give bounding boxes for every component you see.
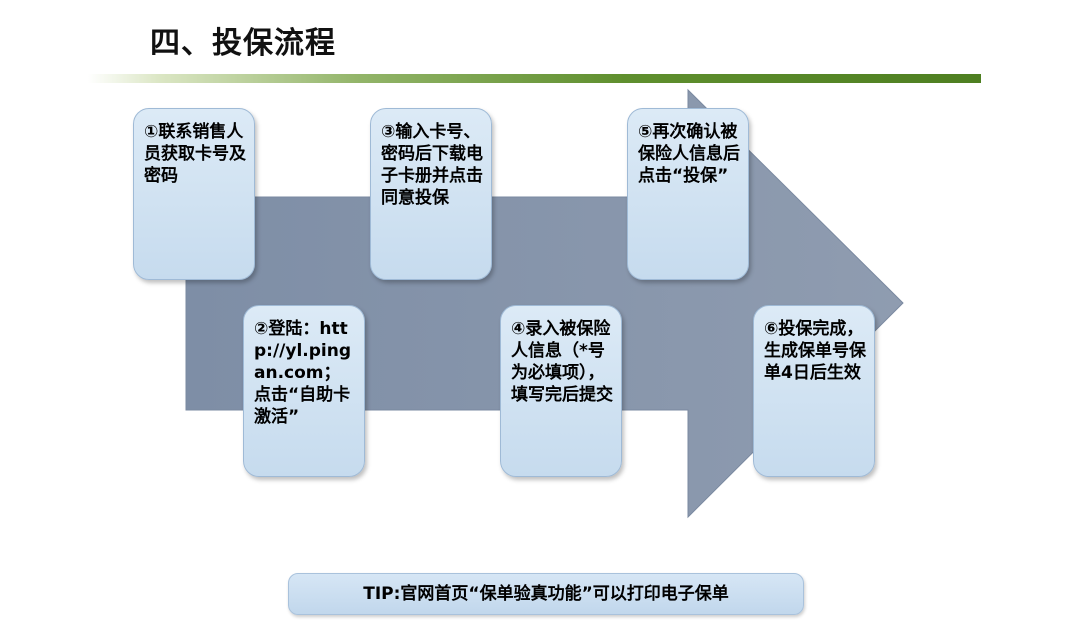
step-3-box: ③输入卡号、密码后下载电子卡册并点击同意投保 <box>370 108 492 280</box>
step-3-text: ③输入卡号、密码后下载电子卡册并点击同意投保 <box>381 122 483 208</box>
step-5-box: ⑤再次确认被保险人信息后点击“投保” <box>627 108 749 280</box>
tip-banner: TIP:官网首页“保单验真功能”可以打印电子保单 <box>288 573 804 615</box>
step-5-text: ⑤再次确认被保险人信息后点击“投保” <box>638 122 740 186</box>
step-6-text: ⑥投保完成，生成保单号保单4日后生效 <box>764 319 866 383</box>
step-4-box: ④录入被保险人信息（*号为必填项），填写完后提交 <box>500 305 622 477</box>
step-2-box: ②登陆：http://yl.pingan.com；点击“自助卡激活” <box>243 305 365 477</box>
page-title: 四、投保流程 <box>150 26 336 61</box>
title-divider <box>88 74 981 83</box>
tip-text: TIP:官网首页“保单验真功能”可以打印电子保单 <box>363 584 729 604</box>
step-6-box: ⑥投保完成，生成保单号保单4日后生效 <box>753 305 875 477</box>
step-2-text: ②登陆：http://yl.pingan.com；点击“自助卡激活” <box>254 319 352 427</box>
step-1-text: ①联系销售人员获取卡号及密码 <box>144 122 246 186</box>
step-1-box: ①联系销售人员获取卡号及密码 <box>133 108 255 280</box>
step-4-text: ④录入被保险人信息（*号为必填项），填写完后提交 <box>511 319 613 405</box>
